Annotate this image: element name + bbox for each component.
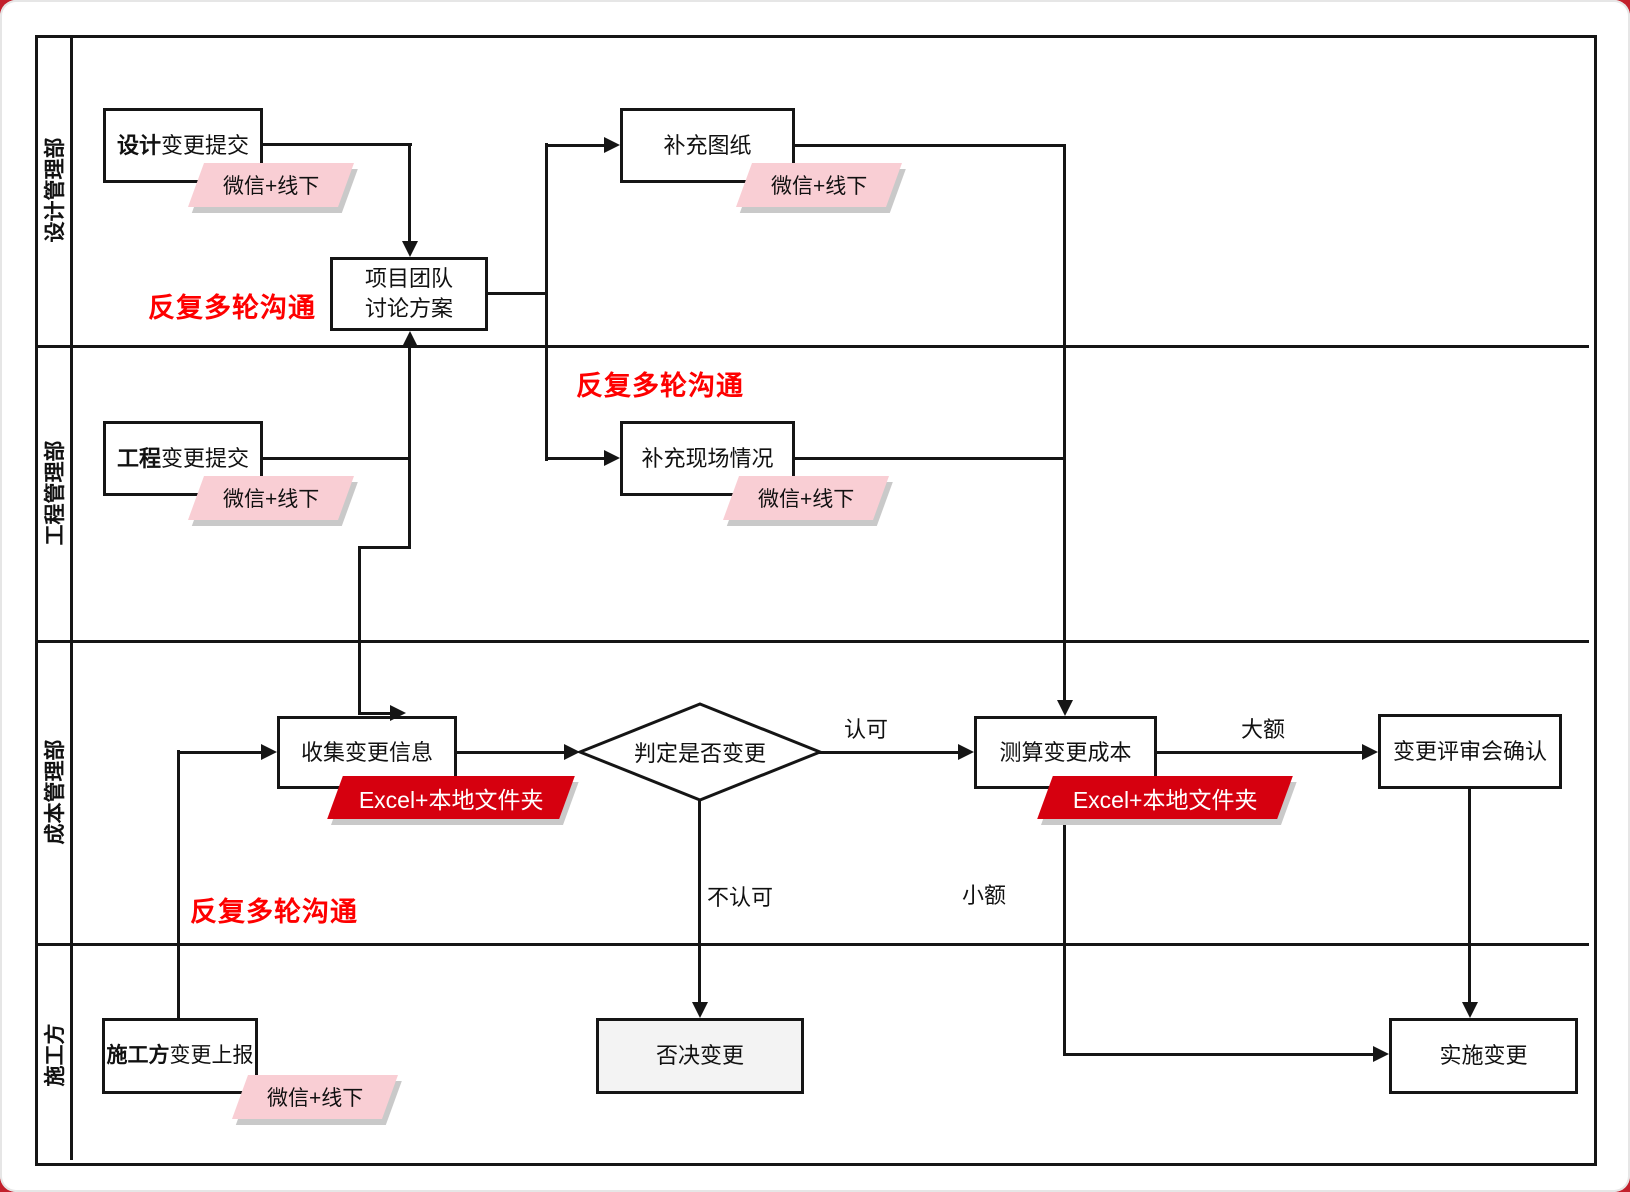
tag-wechat-offline-drawing: 微信+线下	[735, 163, 903, 207]
arrowhead-into-collect-top	[390, 705, 406, 721]
edge-decision-to-calc-h	[818, 751, 961, 754]
tag-wechat-offline-engineering: 微信+线下	[187, 476, 355, 520]
lane-label-engineering-dept: 工程管理部	[44, 440, 67, 546]
arrowhead-into-site	[604, 450, 620, 466]
lane-label-column-divider	[70, 35, 73, 1160]
diagram-frame	[35, 35, 1597, 1166]
arrowhead-into-review	[1362, 744, 1378, 760]
tag-wechat-offline-site: 微信+线下	[722, 476, 890, 520]
lane-divider-3	[37, 943, 1589, 946]
node-team-discuss: 项目团队 讨论方案	[330, 257, 488, 331]
lane-divider-1	[37, 345, 1589, 348]
edge-discuss-split-v	[545, 143, 548, 461]
arrowhead-into-calccost-left	[958, 744, 974, 760]
arrowhead-into-discuss-bottom	[402, 331, 418, 347]
edge-site-out-h	[795, 457, 1066, 460]
edge-into-collect-h	[358, 712, 394, 715]
edge-label-large-amount: 大额	[1241, 717, 1286, 742]
tag-wechat-offline-design: 微信+线下	[187, 163, 355, 207]
edge-label-small-amount: 小额	[962, 883, 1007, 908]
node-decision-diamond	[576, 702, 824, 802]
node-review-meeting-confirm: 变更评审会确认	[1378, 714, 1562, 789]
arrowhead-into-decision	[564, 744, 580, 760]
edge-small-amount-v	[1063, 789, 1066, 1056]
edge-label-approve: 认可	[844, 717, 889, 742]
edge-small-amount-h	[1063, 1053, 1376, 1056]
tag-excel-folder-calc: Excel+本地文件夹	[1037, 776, 1293, 819]
lane-label-contractor: 施工方	[44, 1023, 67, 1087]
arrowhead-into-reject	[692, 1002, 708, 1018]
tag-wechat-offline-contractor: 微信+线下	[231, 1075, 399, 1119]
edge-calc-to-review-h	[1157, 751, 1365, 754]
edge-design-to-discuss-v	[408, 143, 411, 245]
node-implement-change: 实施变更	[1389, 1018, 1578, 1094]
arrowhead-into-drawing	[604, 137, 620, 153]
edge-eng-up-v	[408, 345, 411, 548]
arrowhead-into-discuss-top	[402, 241, 418, 257]
edge-label-not-approve: 不认可	[707, 885, 774, 910]
lane-label-cost-dept: 成本管理部	[44, 739, 67, 845]
edge-discuss-out-h	[488, 292, 548, 295]
diamond-shape	[576, 702, 824, 802]
edge-to-calccost-v	[1063, 144, 1066, 704]
edge-to-site-h	[545, 457, 606, 460]
edge-collect-to-decision-h	[457, 751, 567, 754]
arrowhead-into-collect-left	[261, 744, 277, 760]
node-contractor-change-report: 施工方变更上报	[102, 1018, 258, 1094]
node-supplement-drawing: 补充图纸	[620, 108, 795, 183]
lane-divider-2	[37, 640, 1589, 643]
annotation-repeat-communication-1: 反复多轮沟通	[148, 293, 316, 323]
annotation-repeat-communication-2: 反复多轮沟通	[576, 371, 744, 401]
edge-design-to-discuss-h	[263, 143, 412, 146]
tag-excel-folder-collect: Excel+本地文件夹	[327, 776, 575, 819]
edge-eng-out-h	[263, 457, 410, 460]
arrowhead-into-implement-top	[1462, 1002, 1478, 1018]
annotation-repeat-communication-3: 反复多轮沟通	[190, 897, 358, 927]
edge-builder-up-v	[177, 750, 180, 1018]
edge-builder-to-collect-h	[177, 751, 265, 754]
arrowhead-into-calccost-top	[1057, 700, 1073, 716]
edge-review-to-implement-v	[1468, 789, 1471, 1005]
edge-jog-h	[358, 546, 411, 549]
edge-to-drawing-h	[545, 144, 606, 147]
edge-decision-to-reject-v	[698, 798, 701, 1005]
node-reject-change: 否决变更	[596, 1018, 804, 1094]
lane-label-design-dept: 设计管理部	[44, 137, 67, 243]
edge-down-to-collect-v	[358, 546, 361, 714]
arrowhead-into-implement-left	[1373, 1046, 1389, 1062]
edge-drawing-out-h	[795, 144, 1066, 147]
node-decision-label: 判定是否变更	[633, 741, 766, 766]
